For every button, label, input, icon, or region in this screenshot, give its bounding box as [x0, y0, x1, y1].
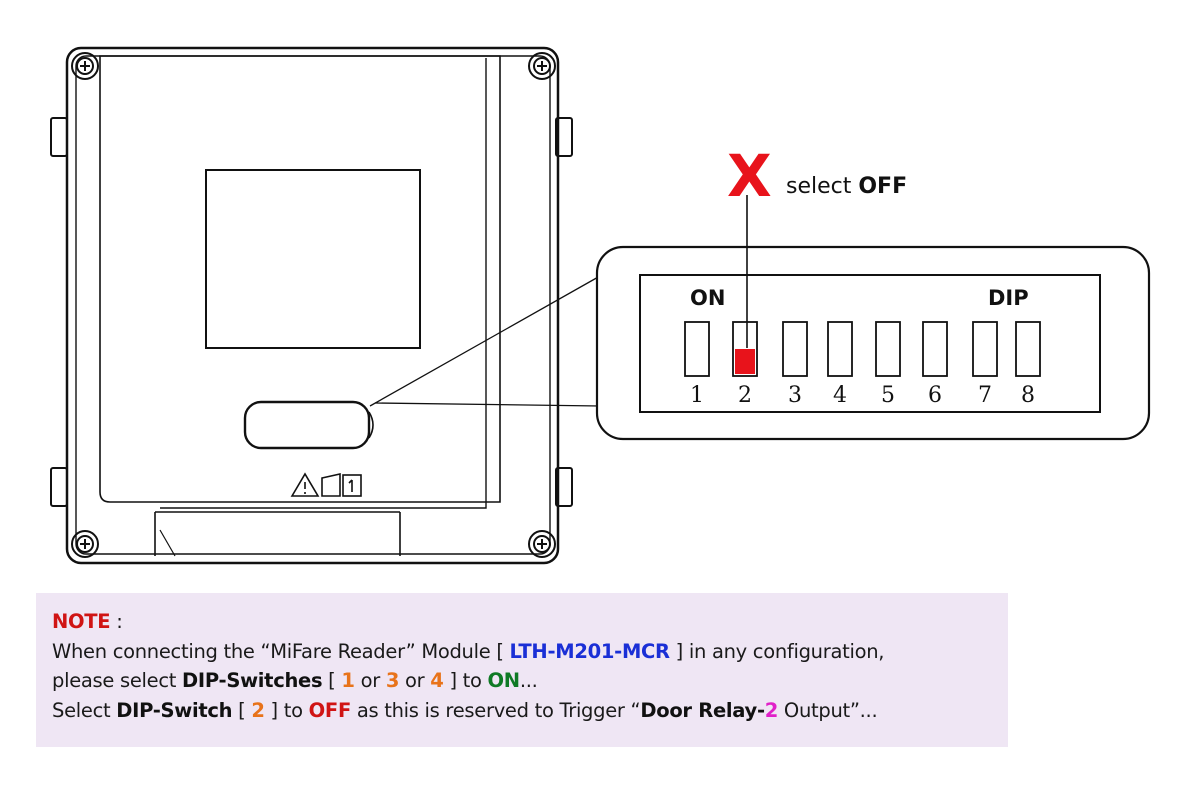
note-title-sep: :: [110, 610, 123, 633]
corner-screws: [71, 52, 556, 558]
dip-switch-number-1: 1: [690, 383, 704, 408]
dip-cover-hinge: [368, 411, 374, 439]
warning-manual-icon: [290, 472, 362, 497]
note-line3-tail: Output”...: [778, 698, 878, 722]
front-panel: [99, 55, 501, 503]
left-tab-top: [50, 117, 68, 157]
module-housing: [50, 46, 573, 565]
module-inner-frame: [75, 55, 551, 555]
dip-switch-term: DIP-Switch: [116, 698, 233, 722]
bottom-bay-notch: [159, 529, 176, 557]
note-line1-tail: ] in any configuration,: [669, 639, 885, 663]
dip-switches-term: DIP-Switches: [182, 669, 323, 692]
dip-on-label: ON: [690, 286, 725, 310]
note-line3-middle: as this is reserved to Trigger “: [350, 698, 641, 722]
dip-switch-number-7: 7: [978, 383, 992, 408]
dip-switch-number-8: 8: [1021, 383, 1035, 408]
note-line2-text: please select: [52, 669, 183, 692]
zoom-leader-lines: [369, 275, 601, 407]
note-line-3: Select DIP-Switch [ 2 ] to OFF as this i…: [52, 696, 1008, 726]
callout-text: select OFF: [786, 174, 907, 199]
right-tab-top: [555, 117, 573, 157]
callout-prefix: select: [786, 174, 858, 199]
or-text: or: [354, 669, 386, 692]
module-outer-frame: [65, 46, 560, 565]
warning-triangle-icon: [290, 472, 320, 497]
note-line-2: please select DIP-Switches [ 1 or 3 or 4…: [52, 666, 1008, 696]
on-state: ON: [487, 669, 521, 692]
dip-switch-4: [827, 321, 853, 377]
dip-switch-number-4: 4: [833, 383, 847, 408]
dip-switch-number-6: 6: [928, 383, 942, 408]
dip-switch-1: [684, 321, 710, 377]
dip-switch-3: [782, 321, 808, 377]
x-mark-icon: X: [727, 142, 772, 210]
or-text: or: [399, 669, 431, 692]
to-text: ] to: [443, 669, 488, 692]
relay-dash: -: [756, 698, 765, 722]
bottom-bay: [154, 511, 401, 556]
bracket-open: [: [322, 669, 342, 692]
switch-number-2: 2: [251, 698, 265, 722]
dip-switch-8: [1015, 321, 1041, 377]
note-title: NOTE: [52, 610, 111, 633]
switch-number-3: 3: [385, 669, 400, 692]
note-line1-text: When connecting the “MiFare Reader” Modu…: [52, 639, 510, 663]
dip-switch-7: [972, 321, 998, 377]
off-state: OFF: [308, 698, 352, 722]
to-text: ] to: [264, 698, 309, 722]
screw-icon: [71, 52, 99, 80]
dip-switch-row: 1 2 3 4 5 6 7 8: [684, 321, 1041, 408]
screw-icon: [528, 530, 556, 558]
dip-zoom-panel: ON DIP 1 2 3 4 5 6 7 8: [595, 245, 1151, 441]
left-tab-bottom: [50, 467, 68, 507]
right-tab-bottom: [555, 467, 573, 507]
dip-switch-number-5: 5: [881, 383, 895, 408]
dip-switch-cover: [243, 400, 371, 450]
switch-number-1: 1: [341, 669, 355, 692]
dip-switch-number-2: 2: [738, 383, 752, 408]
dip-switch-2-off-indicator: [735, 349, 755, 374]
note-line-1: When connecting the “MiFare Reader” Modu…: [52, 637, 1008, 667]
module-diagram: ON DIP 1 2 3 4 5 6 7 8 X select OFF: [50, 46, 1151, 565]
dip-brand-label: DIP: [988, 286, 1029, 310]
callout-state: OFF: [858, 174, 907, 199]
screw-icon: [71, 530, 99, 558]
module-model-code: LTH-M201-MCR: [509, 639, 671, 663]
switch-number-4: 4: [430, 669, 444, 692]
note-line3-text: Select: [52, 698, 117, 722]
dip-switch-5: [875, 321, 901, 377]
manual-book-icon: [321, 473, 341, 497]
display-window: [205, 169, 421, 349]
ellipsis: ...: [519, 669, 538, 692]
note-box: NOTE : When connecting the “MiFare Reade…: [36, 593, 1008, 747]
bracket-open: [: [232, 698, 252, 722]
relay-number: 2: [764, 698, 779, 722]
front-panel-edge: [160, 58, 487, 509]
screw-icon: [528, 52, 556, 80]
door-relay-term: Door Relay: [640, 698, 757, 722]
dip-switch-2: [732, 321, 758, 377]
dip-switch-number-3: 3: [788, 383, 802, 408]
note-title-line: NOTE :: [52, 607, 1008, 637]
dip-switch-6: [922, 321, 948, 377]
